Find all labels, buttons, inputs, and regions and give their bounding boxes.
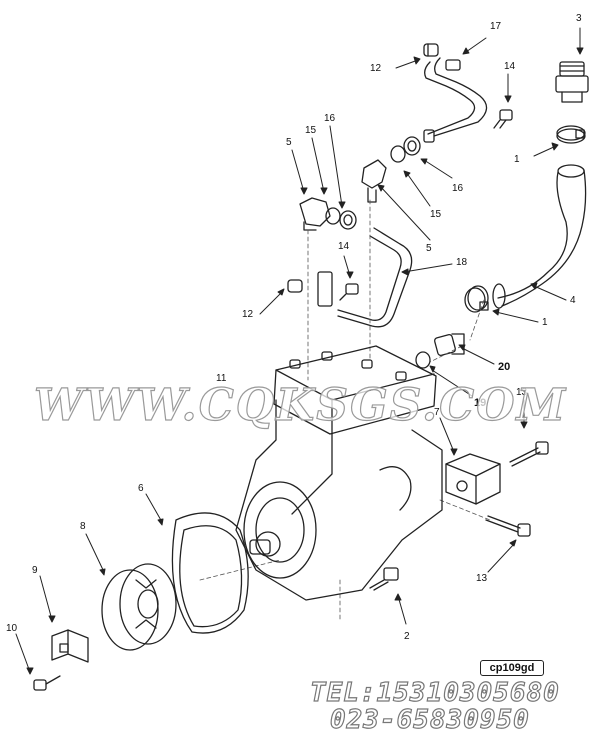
callout-10: 10 [6,623,18,634]
part-12-nut-upper [423,43,439,57]
callout-13-upper: 13 [516,387,528,398]
compressor-body [235,399,443,601]
part-8-coupling [101,563,177,651]
callout-1-lower: 1 [542,317,548,328]
part-6-gasket [171,512,249,634]
part-13-bolt-upper [509,441,549,467]
part-9-retainer [51,629,89,663]
callout-18: 18 [456,257,468,268]
callout-12-upper: 12 [370,63,382,74]
callout-13-lower: 13 [476,573,488,584]
part-11-compressor-head [273,345,437,435]
part-13-bolt-lower [485,515,531,537]
callout-1-upper: 1 [514,154,520,165]
part-10-screw [33,675,61,691]
part-17-tube [423,57,488,143]
callout-16-right: 16 [452,183,464,194]
part-3-connector [555,61,589,103]
callout-5-left: 5 [286,137,292,148]
part-1-clamp-upper [556,125,586,144]
contact-alt-phone: 023-65830950 [329,704,530,735]
alignment-lines [199,199,491,621]
part-12-nut-middle [287,279,303,293]
part-5-elbow-left [299,197,331,231]
part-14-bolt-middle [339,283,359,301]
callout-14-upper: 14 [504,61,516,72]
part-1-clamp-lower [464,285,489,313]
callout-19: 19 [474,397,487,409]
diagram-code-label: cp109gd [480,660,544,676]
callout-7: 7 [434,407,440,418]
part-14-bolt-upper [493,109,513,129]
callout-15-left: 15 [305,125,317,136]
callout-11: 11 [216,373,227,384]
callout-15-right: 15 [430,209,442,220]
part-2-bolt [369,567,399,591]
callout-5-right: 5 [426,243,432,254]
part-15-16-rings-upper [390,136,421,163]
callout-9: 9 [32,565,38,576]
callout-6: 6 [138,483,144,494]
leader-arrows [15,27,584,675]
callout-16-left: 16 [324,113,336,124]
part-18-tube [317,227,413,328]
callout-20: 20 [498,361,511,373]
part-5-elbow-upper [361,159,387,203]
part-4-hose [492,164,587,309]
part-19-oring [415,351,431,369]
part-15-16-rings-left [325,207,357,230]
watermark-text: WWW.CQKSGS.COM [33,379,568,431]
callout-14-middle: 14 [338,241,350,252]
callout-4: 4 [570,295,576,306]
callout-12-middle: 12 [242,309,254,320]
callout-17: 17 [490,21,502,32]
callout-2: 2 [404,631,410,642]
contact-tel: TEL:15310305680 [309,677,560,708]
part-7-bracket [445,453,501,505]
callout-3: 3 [576,13,582,24]
callout-8: 8 [80,521,86,532]
